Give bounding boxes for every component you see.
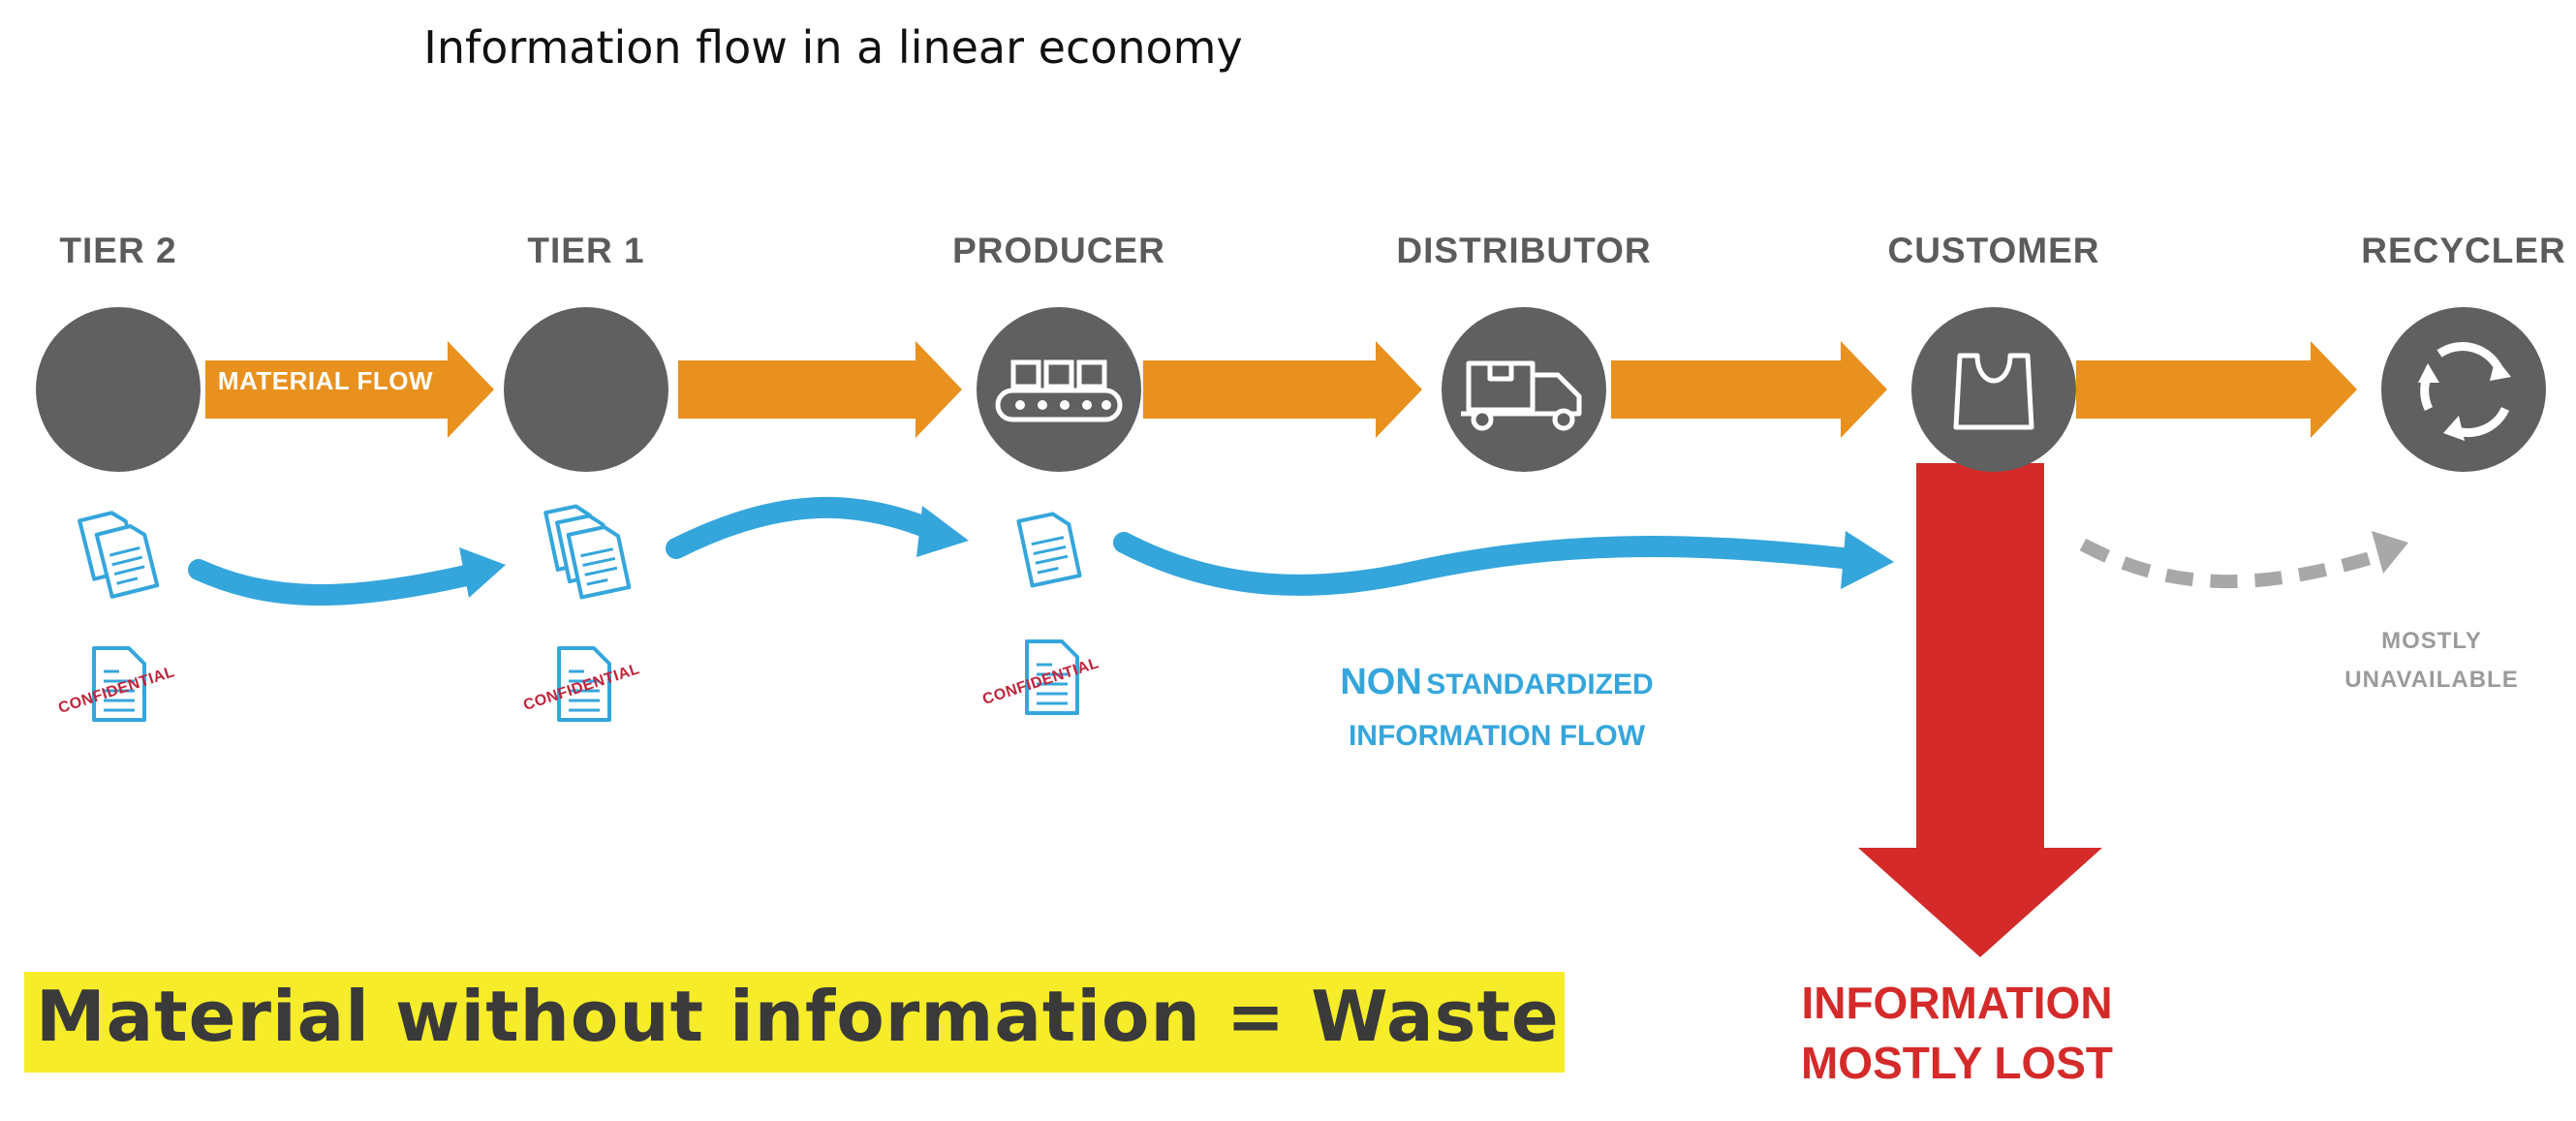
information-flow-line2: INFORMATION FLOW	[1348, 720, 1646, 752]
slogan-highlight: Material without information = Waste	[24, 972, 1565, 1073]
information-flow-arrowhead-1	[459, 547, 506, 598]
slogan-text: Material without information = Waste	[36, 976, 1560, 1057]
conveyor-icon	[995, 359, 1123, 422]
information-flow-label: NON STANDARDIZED INFORMATION FLOW	[1288, 659, 1705, 760]
unavailable-info-arrowhead	[2372, 531, 2408, 574]
stage-label-tier-1: TIER 1	[527, 231, 645, 270]
information-flow-arrowhead-2	[916, 506, 969, 557]
node-customer	[1911, 307, 2076, 472]
information-flow-arrow-2	[666, 496, 946, 559]
information-lost-label: INFORMATION MOSTLY LOST	[1754, 973, 2160, 1093]
documents-icon-tier-2	[78, 511, 160, 604]
node-producer	[977, 307, 1141, 472]
stage-label-customer: CUSTOMER	[1887, 231, 2100, 270]
stage-label-recycler: RECYCLER	[2361, 231, 2566, 270]
information-lost-arrow	[1858, 463, 2102, 957]
information-flow-arrowhead-3	[1841, 531, 1894, 589]
confidential-document-icon-producer	[1023, 638, 1083, 717]
node-tier-1	[504, 307, 668, 472]
diagram-title: Information flow in a linear economy	[423, 21, 1243, 74]
material-flow-arrow-2	[678, 341, 962, 438]
mostly-unavailable-line2: UNAVAILABLE	[2344, 667, 2519, 693]
stage-label-tier-2: TIER 2	[59, 231, 177, 270]
recycle-icon	[2418, 342, 2511, 441]
information-flow-arrow-1	[188, 559, 485, 606]
stage-label-distributor: DISTRIBUTOR	[1396, 231, 1652, 270]
mostly-unavailable-label: MOSTLY UNAVAILABLE	[2325, 622, 2538, 700]
material-flow-arrow-5	[2076, 341, 2357, 438]
confidential-document-icon-tier-2	[90, 644, 150, 724]
documents-icon-tier-1	[543, 504, 633, 605]
shopping-bag-icon	[1953, 353, 2034, 430]
material-flow-label: MATERIAL FLOW	[217, 366, 434, 395]
information-lost-line1: INFORMATION	[1801, 978, 2113, 1028]
stage-label-producer: PRODUCER	[952, 231, 1165, 270]
mostly-unavailable-line1: MOSTLY	[2381, 628, 2482, 654]
node-tier-2	[36, 307, 201, 472]
information-lost-line2: MOSTLY LOST	[1800, 1038, 2114, 1088]
node-recycler	[2381, 307, 2546, 472]
truck-icon	[1461, 360, 1582, 431]
information-flow-arrow-3	[1113, 532, 1871, 596]
material-flow-arrow-4	[1611, 341, 1887, 438]
material-flow-arrow-1	[205, 341, 494, 438]
material-flow-arrow-3	[1143, 341, 1422, 438]
confidential-document-icon-tier-1	[555, 644, 615, 724]
information-flow-emphasis: NON	[1340, 662, 1422, 702]
unavailable-info-arrow	[2079, 538, 2386, 589]
node-distributor	[1442, 307, 1606, 472]
information-flow-line1: STANDARDIZED	[1426, 669, 1654, 701]
document-icon-producer	[1016, 510, 1082, 588]
